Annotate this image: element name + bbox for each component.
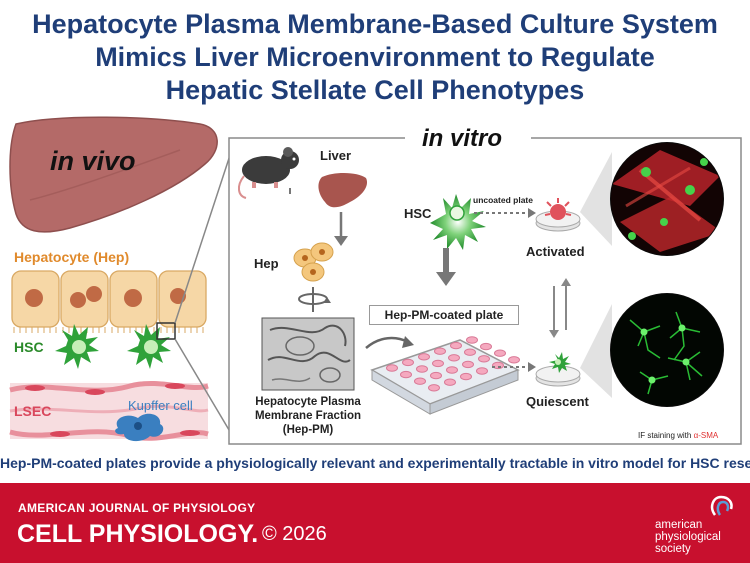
hsc-label-in-vitro: HSC — [404, 206, 432, 221]
plate-well — [494, 349, 506, 357]
in-vivo-heading: in vivo — [50, 146, 136, 176]
plate-well — [444, 378, 456, 386]
fraction-line-1: Hepatocyte Plasma — [255, 396, 361, 408]
coated-plate-label: Hep-PM-coated plate — [369, 305, 519, 325]
society-name: american physiological society — [655, 519, 721, 555]
society-line-3: society — [655, 543, 691, 555]
society-line-1: american — [655, 519, 703, 531]
plate-well — [430, 371, 442, 380]
title: Hepatocyte Plasma Membrane-Based Culture… — [0, 8, 750, 107]
quiescent-dish — [535, 352, 581, 387]
plate-well — [462, 360, 474, 369]
plate-well — [416, 365, 428, 373]
plate-well — [460, 372, 472, 381]
uncoated-plate-label: uncoated plate — [473, 195, 533, 205]
activated-label: Activated — [526, 244, 585, 259]
mini-liver-illustration — [318, 172, 368, 208]
footer-bar — [0, 483, 750, 563]
copyright: © 2026 — [262, 523, 327, 545]
plate-well — [428, 384, 440, 392]
journal-name-line-1: AMERICAN JOURNAL OF PHYSIOLOGY — [18, 501, 256, 515]
journal-name-line-2: CELL PHYSIOLOGY. — [17, 520, 259, 548]
hsc-in-vivo-2 — [127, 324, 171, 369]
liver-label: Liver — [320, 148, 352, 163]
figure-illustration — [9, 116, 742, 445]
plate-well — [478, 355, 490, 363]
plate-well — [466, 336, 478, 344]
title-line-1: Hepatocyte Plasma Membrane-Based Culture… — [32, 9, 718, 39]
activated-micrograph — [611, 143, 723, 255]
society-logo-icon — [710, 495, 733, 516]
plate-well — [448, 354, 460, 362]
hep-label: Hep — [254, 256, 279, 271]
plate-well — [476, 367, 488, 375]
hepatocyte-label: Hepatocyte (Hep) — [14, 249, 130, 265]
mouse-illustration — [238, 147, 299, 199]
centrifuge-rotation-icon — [298, 287, 331, 312]
plate-well — [446, 366, 458, 374]
staining-note: IF staining with α-SMA — [638, 431, 718, 440]
title-line-3: Hepatic Stellate Cell Phenotypes — [165, 75, 585, 105]
kupffer-cell-illustration — [115, 413, 164, 442]
alpha-sma-label: α-SMA — [693, 431, 719, 440]
hsc-in-vitro — [430, 194, 486, 250]
kupffer-label: Kupffer cell — [128, 398, 193, 413]
liver-illustration — [9, 116, 218, 233]
em-micrograph — [261, 317, 355, 391]
fraction-line-3: (Hep-PM) — [282, 424, 334, 436]
plate-well — [464, 348, 476, 356]
plate-well — [418, 353, 430, 361]
plate-well — [432, 359, 444, 368]
title-line-2: Mimics Liver Microenvironment to Regulat… — [95, 42, 655, 72]
plate-well — [508, 356, 520, 364]
activated-dish — [535, 198, 581, 232]
plate-well — [434, 347, 446, 355]
plate-well — [400, 370, 412, 379]
fraction-label: Hepatocyte Plasma Membrane Fraction (Hep… — [250, 395, 366, 437]
hepatocyte-row — [11, 270, 207, 333]
hsc-in-vivo-1 — [55, 324, 99, 369]
staining-prefix: IF staining with — [638, 431, 694, 440]
fraction-line-2: Membrane Fraction — [254, 410, 362, 422]
hsc-label-in-vivo: HSC — [14, 339, 44, 355]
lsec-layer — [9, 381, 209, 441]
quiescent-micrograph — [611, 294, 723, 406]
plate-well — [386, 364, 398, 372]
lsec-label: LSEC — [14, 403, 52, 419]
plate-well — [402, 358, 414, 367]
plate-wells — [386, 336, 520, 392]
society-line-2: physiological — [655, 531, 721, 543]
in-vitro-heading: in vitro — [422, 125, 503, 152]
quiescent-label: Quiescent — [526, 394, 589, 409]
plate-well — [480, 342, 492, 351]
plate-well — [414, 377, 426, 385]
plate-well — [450, 341, 462, 350]
caption: Hep-PM-coated plates provide a physiolog… — [0, 455, 750, 471]
hep-cells-illustration — [293, 242, 334, 282]
